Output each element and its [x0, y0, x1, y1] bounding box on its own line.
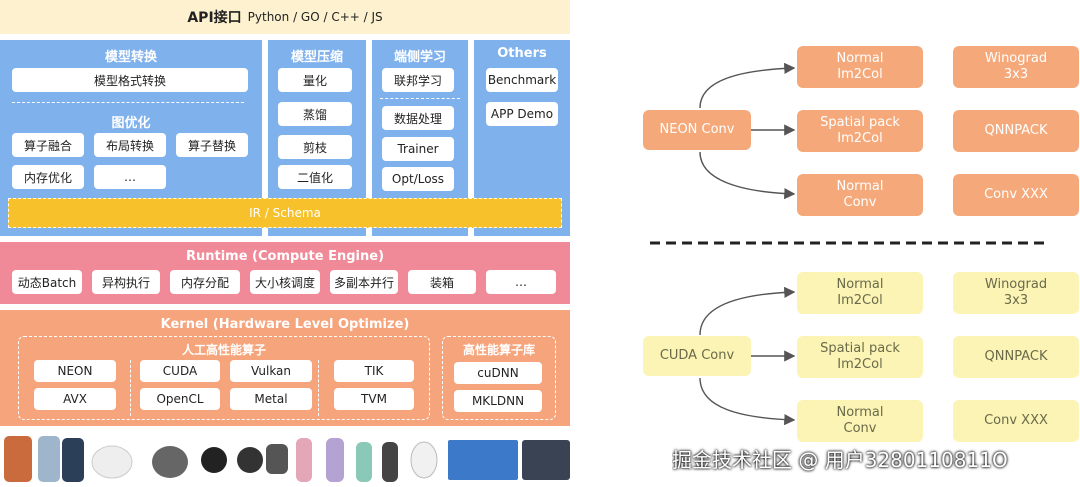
- kernel-item-vulkan: Vulkan: [230, 360, 312, 382]
- conversion-title: 模型转换: [104, 50, 157, 65]
- op-library-group: [442, 336, 556, 420]
- kernel-item-cuda: CUDA: [140, 360, 220, 382]
- graph-opt-item: 内存优化: [12, 165, 84, 189]
- api-title: API接口: [187, 10, 242, 26]
- runtime-item: 多副本并行: [330, 270, 398, 294]
- device-photo-strip: [4, 436, 570, 482]
- kernel-title: Kernel (Hardware Level Optimize): [160, 317, 410, 332]
- runtime-item: 异构执行: [92, 270, 160, 294]
- band-image: [296, 438, 312, 482]
- ondevice-title: 端侧学习: [393, 50, 446, 65]
- kernel-item-mkldnn: MKLDNN: [454, 390, 542, 412]
- band-image: [356, 442, 372, 482]
- neon-target-node: Spatial pack Im2Col: [797, 110, 923, 152]
- earbuds-image: [152, 446, 188, 478]
- neon-conv-node: NEON Conv: [643, 110, 751, 150]
- runtime-item: 动态Batch: [12, 270, 82, 294]
- earbuds-image: [91, 445, 133, 479]
- ir-schema-bar: IR / Schema: [8, 198, 562, 228]
- ondevice-item: Opt/Loss: [382, 167, 454, 191]
- hp-operators-group: [18, 336, 430, 420]
- ondevice-item: 数据处理: [382, 106, 454, 130]
- others-item: APP Demo: [486, 102, 558, 126]
- graph-opt-title: 图优化: [111, 116, 151, 131]
- graph-opt-item: 算子融合: [12, 133, 84, 157]
- kernel-item-tvm: TVM: [334, 388, 414, 410]
- cuda-target-node: Normal Im2Col: [797, 272, 923, 314]
- api-langs: Python / GO / C++ / JS: [247, 10, 383, 24]
- neon-target-node: Normal Im2Col: [797, 46, 923, 88]
- compression-item: 量化: [278, 68, 352, 92]
- neon-arrow: [699, 62, 796, 109]
- compression-item: 二值化: [278, 165, 352, 189]
- neon-arrow: [699, 151, 796, 200]
- neon-target-node: Normal Conv: [797, 174, 923, 216]
- compression-title: 模型压缩: [290, 50, 343, 65]
- op-library-title: 高性能算子库: [462, 343, 535, 357]
- cuda-arrow: [699, 286, 796, 336]
- camera-image: [410, 441, 438, 479]
- runtime-item: 内存分配: [170, 270, 240, 294]
- phone-image: [4, 436, 32, 482]
- runtime-title: Runtime (Compute Engine): [185, 249, 385, 264]
- kernel-sep: [318, 360, 319, 416]
- cuda-target-node: Normal Conv: [797, 400, 923, 442]
- kernel-item-cudnn: cuDNN: [454, 362, 542, 384]
- tv-image: [448, 440, 518, 480]
- watch-image: [201, 447, 227, 473]
- ondevice-divider: [380, 98, 460, 99]
- runtime-item: 大小核调度: [250, 270, 320, 294]
- kernel-item-opencl: OpenCL: [140, 388, 220, 410]
- kernel-sep: [130, 360, 131, 416]
- ir-schema-label: IR / Schema: [249, 206, 321, 220]
- format-conversion-box: 模型格式转换: [12, 68, 248, 92]
- hp-operators-title: 人工高性能算子: [181, 343, 266, 357]
- graph-opt-item: 布局转换: [94, 133, 166, 157]
- runtime-item: 装箱: [408, 270, 476, 294]
- cuda-other-node: Winograd 3x3: [953, 272, 1079, 314]
- cuda-other-node: QNNPACK: [953, 336, 1079, 378]
- graph-opt-item: …: [94, 165, 166, 189]
- tablet-image: [522, 440, 570, 480]
- others-item: Benchmark: [486, 68, 558, 92]
- watch-image: [266, 444, 288, 474]
- band-image: [326, 438, 344, 482]
- watermark: 掘金技术社区 @ 用户3280110811O: [672, 448, 1008, 472]
- band-image: [382, 442, 398, 482]
- conversion-divider: [12, 102, 244, 103]
- neon-other-node: Winograd 3x3: [953, 46, 1079, 88]
- neon-other-node: QNNPACK: [953, 110, 1079, 152]
- watch-image: [237, 447, 263, 473]
- kernel-item-neon: NEON: [34, 360, 116, 382]
- cuda-other-node: Conv XXX: [953, 400, 1079, 442]
- cuda-arrow: [699, 377, 796, 426]
- neon-other-node: Conv XXX: [953, 174, 1079, 216]
- graph-opt-item: 算子替换: [176, 133, 248, 157]
- api-bar: API接口 Python / GO / C++ / JS: [0, 0, 570, 34]
- kernel-item-metal: Metal: [230, 388, 312, 410]
- ondevice-item: 联邦学习: [382, 68, 454, 92]
- phone-image: [38, 436, 60, 482]
- phone-image: [62, 438, 84, 482]
- kernel-item-tik: TIK: [334, 360, 414, 382]
- kernel-item-avx: AVX: [34, 388, 116, 410]
- compression-item: 蒸馏: [278, 102, 352, 126]
- ondevice-item: Trainer: [382, 137, 454, 161]
- cuda-target-node: Spatial pack Im2Col: [797, 336, 923, 378]
- cuda-conv-node: CUDA Conv: [643, 336, 751, 376]
- others-title: Others: [497, 46, 547, 61]
- runtime-item: …: [486, 270, 556, 294]
- compression-item: 剪枝: [278, 135, 352, 159]
